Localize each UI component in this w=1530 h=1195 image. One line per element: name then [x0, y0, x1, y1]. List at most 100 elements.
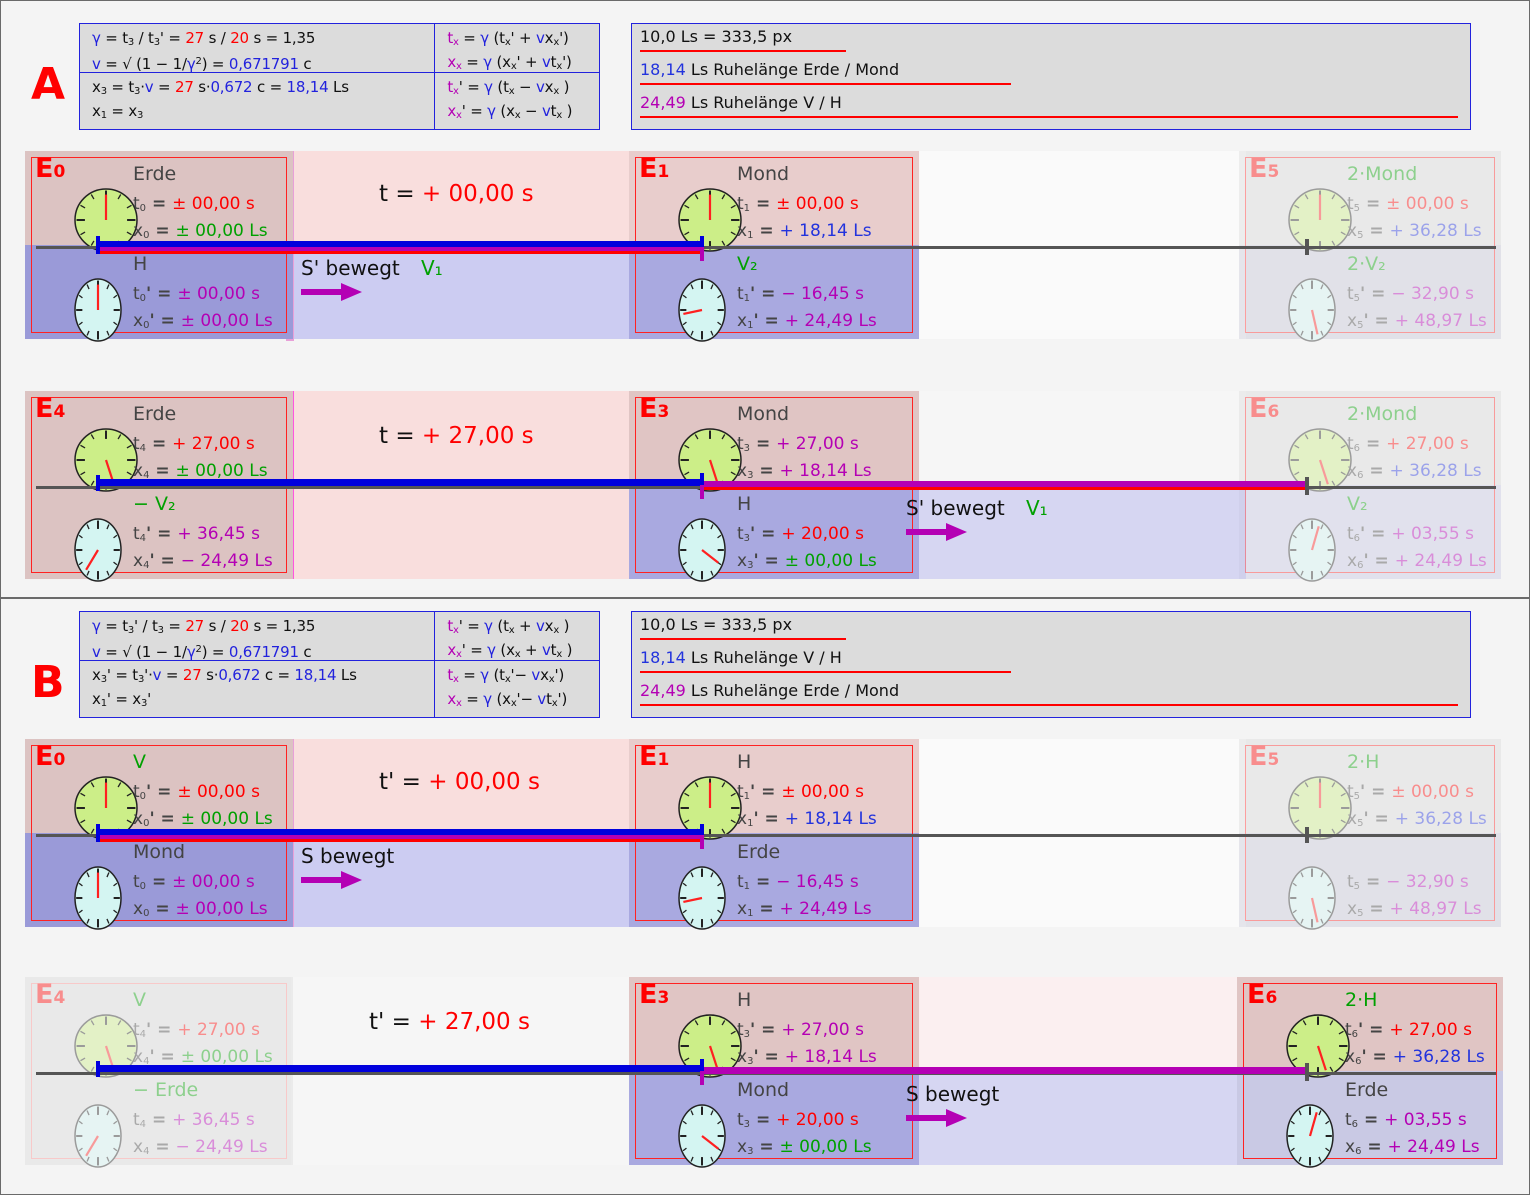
tick-purple-a-r2: [700, 485, 704, 499]
band-label-b-r2: t' = + 27,00 s: [369, 1009, 530, 1035]
clock-bot: [1287, 865, 1337, 935]
info-underline: [640, 50, 846, 52]
event-bottom-half: [1237, 1071, 1503, 1165]
event-top-body-label: H: [737, 751, 752, 773]
event-top-body-label: H: [737, 989, 752, 1011]
band-b-r1-bot-right: [916, 834, 1246, 927]
clock-top: [677, 427, 743, 497]
info-value: 24,49: [640, 93, 686, 112]
value-row: x0 = ± 00,00 Ls: [133, 221, 268, 241]
movement-arrow-b-r1: [301, 869, 363, 895]
value-row: t0 = ± 00,00 s: [133, 194, 255, 214]
band-a-r1-bot-right: [916, 246, 1246, 339]
clock-top: [677, 775, 743, 845]
event-id-label: E5: [1249, 741, 1280, 772]
band-b-r1-top-right: [916, 739, 1246, 834]
value-row: t0' = ± 00,00 s: [133, 782, 260, 802]
info-unit: Ls Ruhelänge Erde / Mond: [685, 60, 900, 79]
formula-right-top: tx = γ (tx' + vxx')xx = γ (xx' + vtx'): [435, 24, 599, 73]
event-top-half: [25, 977, 293, 1071]
info-value: 18,14: [640, 648, 686, 667]
event-id-label: E3: [639, 393, 670, 424]
formula-line: v = √ (1 − 1/γ2) = 0,671791 c: [92, 55, 312, 73]
value-row: t6 = + 03,55 s: [1345, 1110, 1467, 1130]
event-bot-body-label: Mond: [133, 841, 186, 863]
event-top-half: [25, 151, 293, 245]
event-id-label: E3: [639, 979, 670, 1010]
clock-bot: [73, 277, 123, 347]
band-b-r2-top-right: [916, 977, 1246, 1072]
movement-arrow-a-r2: [906, 521, 968, 547]
clock-top: [1287, 427, 1353, 497]
event-inner-border: [1245, 745, 1495, 921]
tick-grey-a-r2-e6: [1305, 477, 1309, 495]
formula-line: tx' = γ (tx + vxx ): [447, 617, 570, 636]
formula-right-column: tx = γ (tx' + vxx')xx = γ (xx' + vtx')tx…: [434, 24, 599, 129]
value-row: x3 = + 18,14 Ls: [737, 461, 872, 481]
clock-bot: [1285, 1103, 1335, 1173]
event-id-label: E6: [1249, 393, 1280, 424]
clock-bot: [677, 517, 727, 587]
event-top-values: t0 = ± 00,00 s x0 = ± 00,00 Ls: [133, 193, 268, 247]
event-bottom-half: [25, 485, 293, 579]
event-bottom-half: [629, 245, 919, 339]
event-bottom-half: [629, 1071, 919, 1165]
event-top-half: [1239, 739, 1501, 833]
value-row: x4' = ± 00,00 Ls: [133, 1047, 273, 1067]
event-top-half: [1237, 977, 1503, 1071]
event-top-half: [629, 151, 919, 245]
info-underline: [640, 83, 1011, 85]
event-bot-body-label: − V₂: [133, 493, 176, 515]
clock-bot: [677, 865, 727, 935]
value-row: t4' = + 36,45 s: [133, 524, 260, 544]
event-top-half: [629, 739, 919, 833]
event-top-body-label: V: [133, 751, 146, 773]
value-row: x4 = ± 00,00 Ls: [133, 461, 268, 481]
value-row: t1 = ± 00,00 s: [737, 194, 859, 214]
event-bot-body-label: − Erde: [133, 1079, 199, 1101]
info-row-1: 18,14 Ls Ruhelänge V / H: [632, 645, 1470, 678]
purpleline-b-r2: [700, 1067, 1307, 1074]
tick-blue-b-r1: [96, 824, 100, 842]
event-top-half: [1239, 391, 1501, 485]
clock-bot: [73, 1103, 123, 1173]
event-top-body-label: V: [133, 989, 146, 1011]
tick-blue-end-b-r1: [700, 824, 704, 842]
value-row: t3' = + 20,00 s: [737, 524, 864, 544]
event-bot-body-label: V₂: [1347, 493, 1368, 515]
formula-line: xx' = γ (xx + vtx ): [447, 641, 573, 660]
tick-grey-b-r2-e6: [1305, 1063, 1309, 1081]
clock-bot: [1287, 517, 1337, 587]
event-top-body-label: Mond: [737, 403, 790, 425]
event-bot-body-label: V₂: [737, 253, 758, 275]
event-id-label: E0: [35, 741, 66, 772]
info-unit: Ls Ruhelänge V / H: [685, 93, 842, 112]
value-row: t5' = ± 00,00 s: [1347, 782, 1474, 802]
band-label-a-r2: t = + 27,00 s: [379, 423, 534, 449]
value-row: x5 = + 48,97 Ls: [1347, 899, 1482, 919]
redline-a-r2: [700, 487, 1307, 490]
event-top-half: [25, 391, 293, 485]
formula-line: γ = t3' / t3 = 27 s / 20 s = 1,35: [92, 617, 316, 636]
value-row: x6' = + 24,49 Ls: [1347, 551, 1487, 571]
formula-line: x3' = t3'·v = 27 s·0,672 c = 18,14 Ls: [92, 666, 357, 685]
purpleline-b-r1: [96, 835, 704, 840]
